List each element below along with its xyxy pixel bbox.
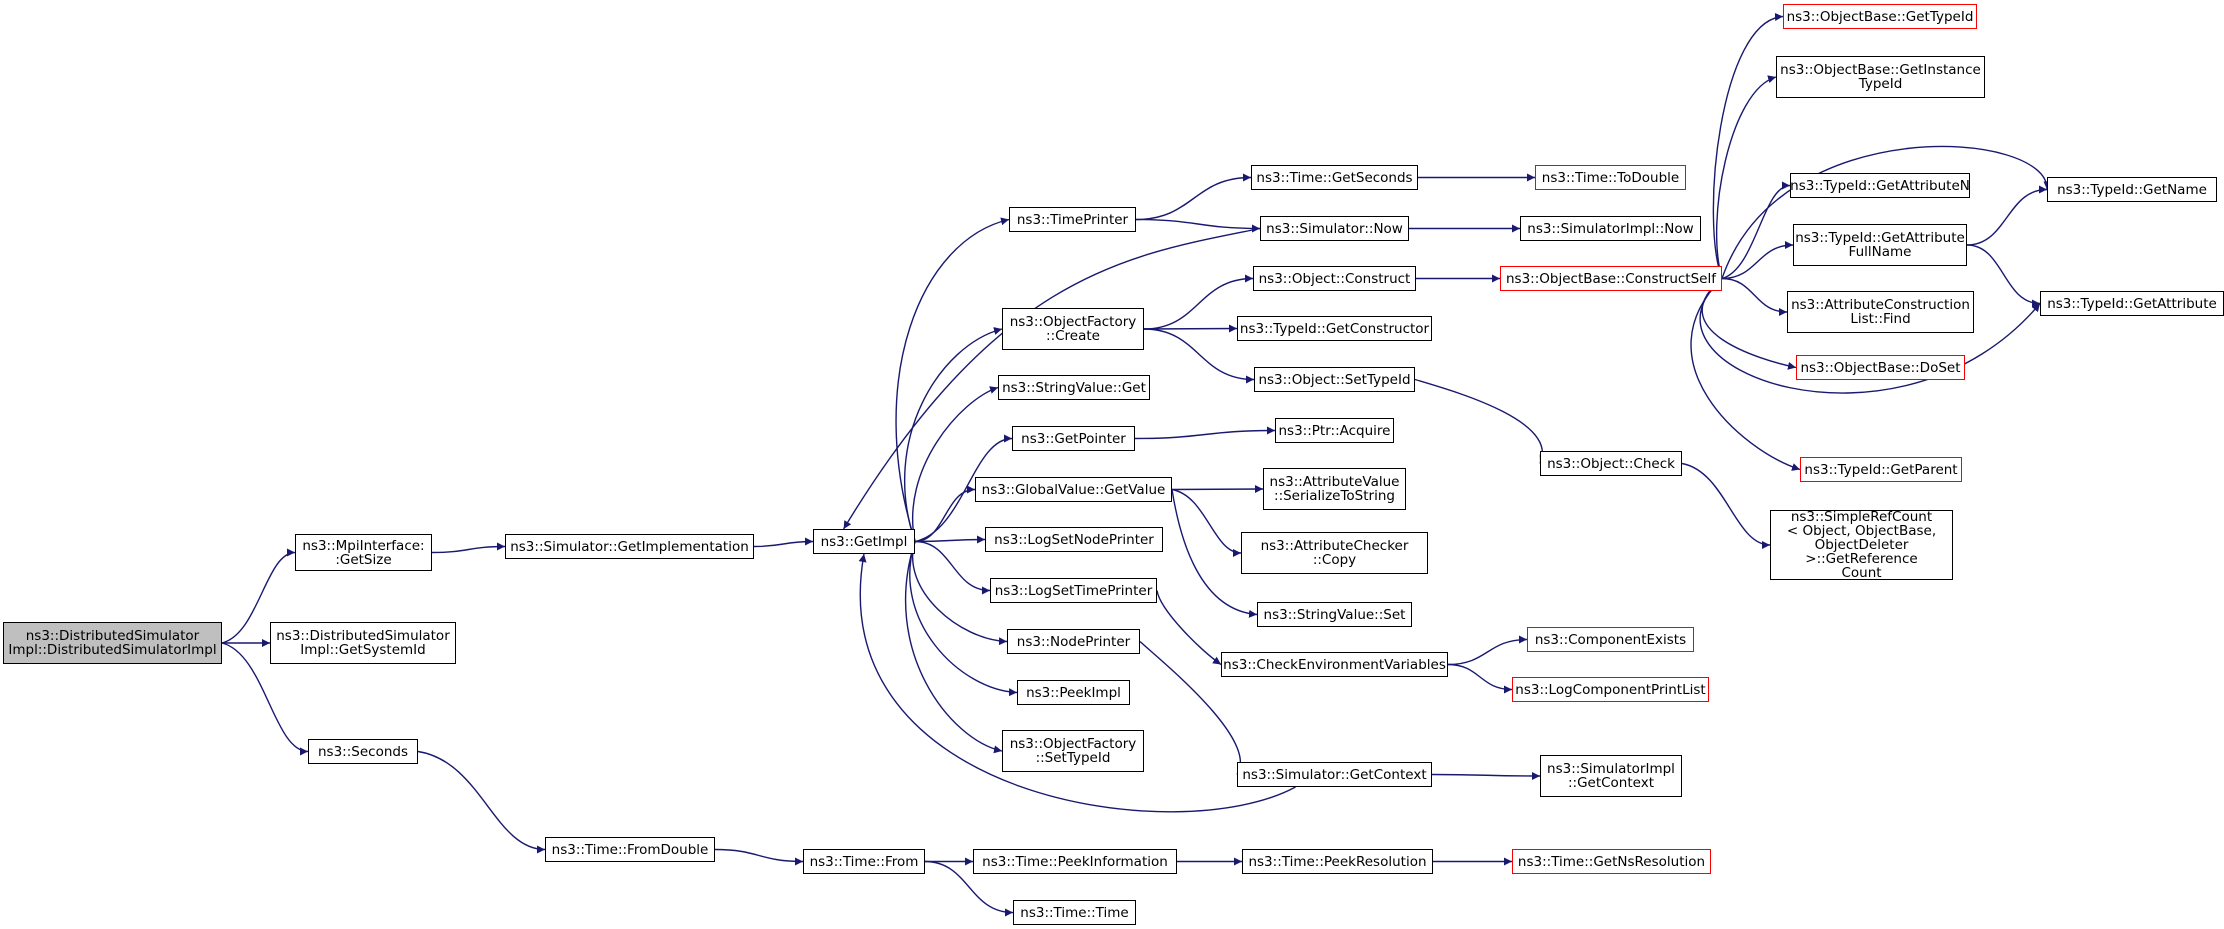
graph-node-logsetnode[interactable]: ns3::LogSetNodePrinter (985, 527, 1163, 552)
graph-node-stringget[interactable]: ns3::StringValue::Get (998, 375, 1150, 400)
edge-getimpl-to-logsetnode (914, 535, 986, 544)
graph-node-logsettime[interactable]: ns3::LogSetTimePrinter (990, 578, 1157, 603)
edge-ofcreate-to-getconstructor (1143, 324, 1238, 333)
graph-node-nodeprinter[interactable]: ns3::NodePrinter (1007, 629, 1140, 654)
edge-checkenv-to-compexists (1447, 635, 1528, 666)
edge-getimpl-to-gvgetvalue (914, 485, 976, 543)
edge-ofcreate-to-objsettypeid (1143, 328, 1255, 384)
graph-node-simimplnow[interactable]: ns3::SimulatorImpl::Now (1520, 216, 1701, 241)
graph-node-checkenv[interactable]: ns3::CheckEnvironmentVariables (1221, 652, 1448, 677)
graph-node-root[interactable]: ns3::DistributedSimulator Impl::Distribu… (3, 622, 222, 664)
edge-objsettypeid-to-objcheck (1414, 378, 1547, 464)
graph-node-mpisize[interactable]: ns3::MpiInterface: :GetSize (295, 534, 432, 571)
graph-node-gvgetvalue[interactable]: ns3::GlobalValue::GetValue (975, 477, 1172, 502)
graph-node-seconds[interactable]: ns3::Seconds (308, 739, 418, 764)
edge-timeprinter-to-simnow (1135, 218, 1261, 233)
graph-node-getpointer[interactable]: ns3::GetPointer (1012, 426, 1135, 451)
graph-node-compexists[interactable]: ns3::ComponentExists (1527, 627, 1694, 652)
graph-node-getconstructor[interactable]: ns3::TypeId::GetConstructor (1237, 316, 1432, 341)
edge-constructself-to-obgetinstance (1716, 75, 1777, 279)
graph-node-obgetinstance[interactable]: ns3::ObjectBase::GetInstance TypeId (1776, 56, 1985, 98)
graph-node-tigetname[interactable]: ns3::TypeId::GetName (2047, 177, 2217, 202)
graph-node-peekinfo[interactable]: ns3::Time::PeekInformation (973, 849, 1177, 874)
edge-root-to-mpisize (221, 548, 296, 644)
graph-node-tigetparent[interactable]: ns3::TypeId::GetParent (1800, 457, 1962, 482)
graph-node-stringset[interactable]: ns3::StringValue::Set (1257, 602, 1412, 627)
edge-seconds-to-fromdouble (417, 750, 546, 854)
graph-node-timeprinter[interactable]: ns3::TimePrinter (1009, 207, 1136, 232)
graph-node-peekimpl[interactable]: ns3::PeekImpl (1017, 680, 1130, 705)
graph-node-logcompprint[interactable]: ns3::LogComponentPrintList (1512, 677, 1709, 702)
graph-node-ofcreate[interactable]: ns3::ObjectFactory ::Create (1002, 308, 1144, 350)
edge-getpointer-to-ptracquire (1134, 426, 1276, 440)
graph-node-peekres[interactable]: ns3::Time::PeekResolution (1242, 849, 1433, 874)
graph-node-getimpl[interactable]: ns3::GetImpl (813, 529, 915, 554)
edge-logsettime-to-checkenv (1156, 590, 1222, 666)
edge-getimpl-to-ofcreate (904, 327, 1003, 542)
graph-node-simplerefcount[interactable]: ns3::SimpleRefCount < Object, ObjectBase… (1770, 510, 1953, 580)
graph-node-ofsettypeid[interactable]: ns3::ObjectFactory ::SetTypeId (1002, 730, 1144, 772)
graph-node-getseconds[interactable]: ns3::Time::GetSeconds (1251, 165, 1418, 190)
graph-node-fromdouble[interactable]: ns3::Time::FromDouble (545, 837, 715, 862)
edge-getimpl-to-peekimpl (909, 541, 1018, 697)
edge-constructself-to-acfind (1721, 277, 1788, 316)
edge-tigetattrfull-to-tigetattr (1966, 244, 2041, 308)
edge-timeprinter-to-getseconds (1135, 173, 1252, 221)
edge-constructself-to-tigetname (1721, 145, 2052, 279)
graph-node-objsettypeid[interactable]: ns3::Object::SetTypeId (1254, 367, 1415, 392)
edge-timefrom-to-timetime (924, 860, 1014, 917)
edge-tigetattrfull-to-tigetname (1966, 185, 2048, 246)
graph-node-obdoset[interactable]: ns3::ObjectBase::DoSet (1796, 355, 1965, 380)
graph-node-acopy[interactable]: ns3::AttributeChecker ::Copy (1241, 532, 1428, 574)
edge-checkenv-to-logcompprint (1447, 663, 1513, 694)
graph-node-getimplementation[interactable]: ns3::Simulator::GetImplementation (505, 534, 754, 559)
edge-gvgetvalue-to-acopy (1171, 488, 1242, 557)
edge-gvgetvalue-to-serializetostring (1171, 485, 1264, 494)
graph-node-todouble[interactable]: ns3::Time::ToDouble (1535, 165, 1686, 190)
graph-node-timefrom[interactable]: ns3::Time::From (803, 849, 925, 874)
graph-node-timetime[interactable]: ns3::Time::Time (1013, 900, 1136, 925)
edge-constructself-to-tigetattr (1699, 277, 2041, 394)
edge-getcontext-to-getimpl (858, 553, 1296, 813)
graph-node-objcheck[interactable]: ns3::Object::Check (1540, 451, 1682, 476)
edge-getimpl-to-nodeprinter (912, 541, 1008, 646)
graph-node-ptracquire[interactable]: ns3::Ptr::Acquire (1275, 418, 1394, 443)
edge-constructself-to-tigetattrn (1721, 181, 1791, 280)
edge-nodeprinter-to-getcontext (1139, 640, 1245, 775)
graph-node-getnsres[interactable]: ns3::Time::GetNsResolution (1512, 849, 1711, 874)
edge-constructself-to-obgettypeid (1712, 12, 1784, 279)
edge-gvgetvalue-to-stringset (1171, 489, 1258, 618)
graph-node-simimplgetcontext[interactable]: ns3::SimulatorImpl ::GetContext (1540, 755, 1682, 797)
graph-node-getsysid[interactable]: ns3::DistributedSimulator Impl::GetSyste… (270, 622, 456, 664)
graph-node-objconstruct[interactable]: ns3::Object::Construct (1253, 266, 1416, 291)
edge-simnow-to-getimpl (843, 227, 1261, 530)
graph-node-tigetattr[interactable]: ns3::TypeId::GetAttribute (2040, 291, 2224, 316)
edge-objcheck-to-simplerefcount (1681, 462, 1771, 549)
edge-root-to-seconds (221, 642, 309, 756)
edge-getimpl-to-logsettime (914, 540, 991, 595)
graph-node-constructself[interactable]: ns3::ObjectBase::ConstructSelf (1500, 266, 1722, 291)
edge-fromdouble-to-timefrom (714, 848, 804, 866)
edge-ofcreate-to-objconstruct (1143, 274, 1254, 330)
graph-node-acfind[interactable]: ns3::AttributeConstruction List::Find (1787, 291, 1974, 333)
edge-getimpl-to-stringget (912, 386, 999, 542)
graph-node-tigetattrn[interactable]: ns3::TypeId::GetAttributeN (1790, 173, 1970, 198)
edge-constructself-to-tigetparent (1690, 278, 1801, 471)
graph-node-tigetattrfull[interactable]: ns3::TypeId::GetAttribute FullName (1793, 224, 1967, 266)
graph-node-serializetostring[interactable]: ns3::AttributeValue ::SerializeToString (1263, 468, 1406, 510)
edge-getimplementation-to-getimpl (753, 537, 814, 548)
edge-constructself-to-obdoset (1701, 277, 1797, 370)
graph-node-getcontext[interactable]: ns3::Simulator::GetContext (1237, 762, 1432, 787)
graph-node-obgettypeid[interactable]: ns3::ObjectBase::GetTypeId (1783, 4, 1977, 29)
edge-mpisize-to-getimplementation (431, 542, 506, 554)
edge-getimpl-to-ofsettypeid (904, 541, 1003, 754)
edge-constructself-to-tigetattrfull (1721, 241, 1794, 280)
edge-getimpl-to-timeprinter (895, 217, 1010, 542)
graph-node-simnow[interactable]: ns3::Simulator::Now (1260, 216, 1409, 241)
edge-getcontext-to-simimplgetcontext (1431, 771, 1541, 780)
